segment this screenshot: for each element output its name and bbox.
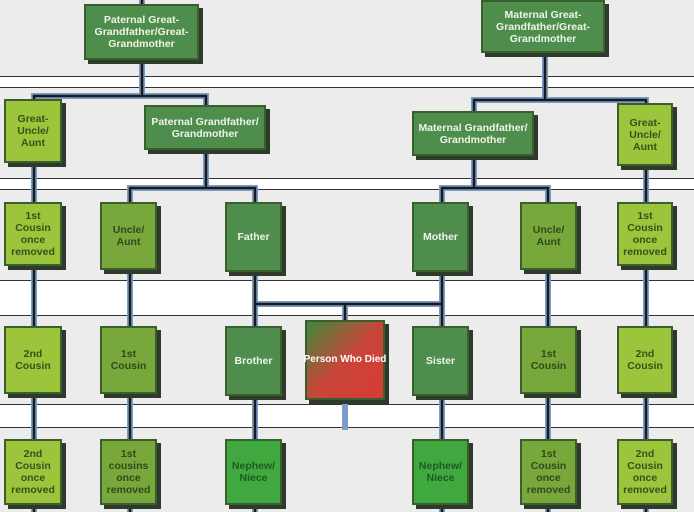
box-label: Sister (425, 355, 456, 367)
first-cousin-once-removed-maternal-box: 1st Cousin once removed (617, 202, 673, 266)
paternal-great-grandparents-box: Paternal Great-Grandfather/Great-Grandmo… (84, 4, 199, 60)
box-label: 1st Cousin (110, 348, 147, 372)
first-cousins-once-removed-paternal-box: 1st cousins once removed (100, 439, 157, 505)
uncle-aunt-paternal-box: Uncle/ Aunt (100, 202, 157, 270)
box-label: Great-Uncle/ Aunt (17, 113, 49, 149)
box-label: 2nd Cousin (627, 348, 663, 372)
box-label: 2nd Cousin once removed (11, 448, 55, 496)
box-label: 1st Cousin once removed (623, 210, 667, 258)
box-label: Maternal Grandfather/ Grandmother (418, 121, 528, 146)
nephew-niece-maternal-box: Nephew/ Niece (412, 439, 469, 505)
first-cousin-once-removed-paternal-box: 1st Cousin once removed (4, 202, 62, 266)
paternal-grandparents-box: Paternal Grandfather/ Grandmother (144, 105, 266, 150)
box-label: Person Who Died (303, 354, 387, 365)
box-label: Nephew/ Niece (418, 460, 463, 484)
box-label: 1st Cousin once removed (11, 210, 55, 258)
box-label: Paternal Grandfather/ Grandmother (151, 115, 259, 140)
box-label: 2nd Cousin (15, 348, 51, 372)
generation-divider (0, 76, 694, 88)
mother-box: Mother (412, 202, 469, 272)
box-label: 1st cousins once removed (106, 448, 151, 496)
second-cousin-paternal-box: 2nd Cousin (4, 326, 62, 394)
box-label: Maternal Great-Grandfather/Great-Grandmo… (496, 8, 590, 45)
box-label: 1st Cousin (530, 348, 567, 372)
father-box: Father (225, 202, 282, 272)
brother-box: Brother (225, 326, 282, 396)
box-label: 1st Cousin once removed (526, 448, 571, 496)
second-cousin-once-removed-maternal-box: 2nd Cousin once removed (617, 439, 673, 505)
person-who-died-box: Person Who Died (303, 320, 387, 400)
uncle-aunt-maternal-box: Uncle/ Aunt (520, 202, 577, 270)
second-cousin-once-removed-paternal-box: 2nd Cousin once removed (4, 439, 62, 505)
maternal-great-grandparents-box: Maternal Great-Grandfather/Great-Grandmo… (481, 0, 605, 53)
box-label: Nephew/ Niece (231, 460, 276, 484)
box-label: Mother (423, 231, 458, 243)
box-label: Uncle/ Aunt (532, 224, 565, 248)
box-label: Great-Uncle/ Aunt (629, 116, 661, 153)
nephew-niece-paternal-box: Nephew/ Niece (225, 439, 282, 505)
sister-box: Sister (412, 326, 469, 396)
box-label: 2nd Cousin once removed (623, 448, 667, 496)
maternal-grandparents-box: Maternal Grandfather/ Grandmother (412, 111, 534, 156)
great-uncle-aunt-maternal-box: Great-Uncle/ Aunt (617, 103, 673, 166)
first-cousin-paternal-box: 1st Cousin (100, 326, 157, 394)
first-cousin-once-removed-maternal-box-lower: 1st Cousin once removed (520, 439, 577, 505)
box-label: Paternal Great-Grandfather/Great-Grandmo… (94, 14, 189, 50)
second-cousin-maternal-box: 2nd Cousin (617, 326, 673, 394)
box-label: Uncle/ Aunt (112, 224, 145, 248)
box-label: Father (237, 231, 270, 243)
first-cousin-maternal-box: 1st Cousin (520, 326, 577, 394)
box-label: Brother (234, 355, 273, 367)
great-uncle-aunt-paternal-box: Great-Uncle/ Aunt (4, 99, 62, 163)
